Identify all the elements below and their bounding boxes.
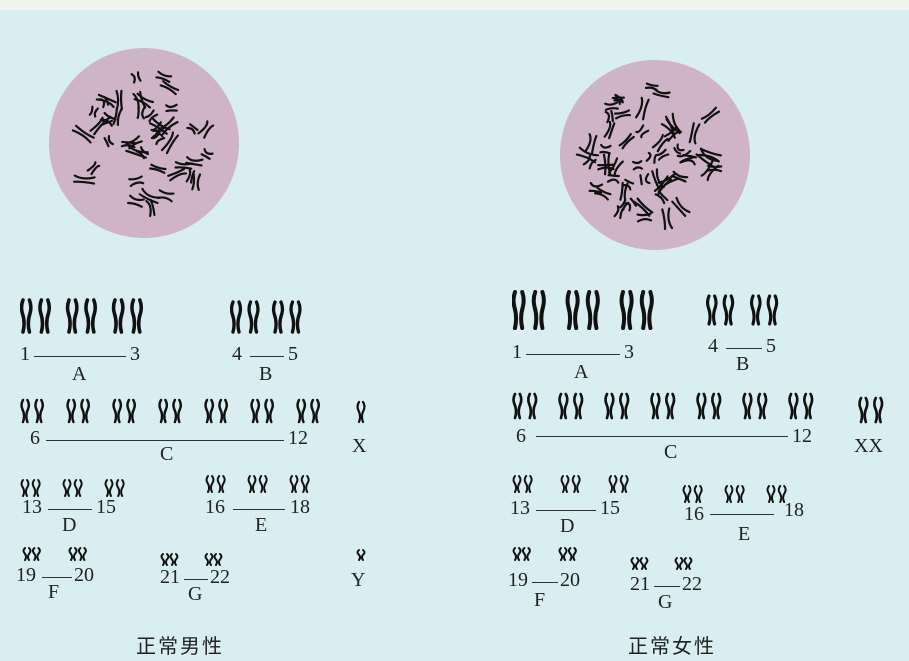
female-group-B-start: 4 — [708, 335, 718, 357]
male-group-C-label: C — [160, 443, 174, 465]
male-group-E-label: E — [255, 514, 268, 536]
female-group-F-end: 20 — [560, 569, 580, 591]
female-group-G-chromosomes — [630, 557, 693, 570]
male-group-A-line — [34, 356, 126, 357]
male-group-G-chromosomes — [160, 553, 223, 566]
male-group-F-end: 20 — [74, 564, 94, 586]
male-group-B-chromosomes — [230, 300, 302, 334]
male-group-D-start: 13 — [22, 496, 42, 518]
female-group-D-chromosomes — [512, 475, 629, 493]
male-group-A-end: 3 — [130, 343, 140, 365]
male-group-A-label: A — [72, 363, 87, 385]
male-group-B-end: 5 — [288, 343, 298, 365]
male-karyotype-panel: 1 3 A 4 5 B 6 12 C X 13 15 D 16 18 E 19 … — [0, 0, 450, 661]
male-caption: 正常男性 — [136, 634, 224, 658]
female-group-B-line — [726, 348, 762, 349]
top-band — [0, 0, 909, 10]
male-group-E-line — [233, 509, 285, 510]
male-group-A-chromosomes — [20, 298, 144, 334]
female-group-F-chromosomes — [512, 547, 577, 561]
female-group-E-chromosomes — [682, 485, 787, 503]
male-group-C-end: 12 — [288, 427, 308, 449]
female-group-B-label: B — [736, 353, 750, 375]
female-group-G-line — [654, 586, 680, 587]
male-metaphase-chromosomes — [71, 70, 215, 218]
male-group-G-start: 21 — [160, 566, 180, 588]
female-karyotype-panel: 1 3 A 4 5 B 6 12 C XX 13 15 D 16 18 E 19… — [450, 0, 909, 661]
female-group-G-end: 22 — [682, 573, 702, 595]
male-group-F-start: 19 — [16, 564, 36, 586]
female-group-D-end: 15 — [600, 497, 620, 519]
male-group-F-line — [42, 577, 72, 578]
male-y-chromosome — [356, 549, 366, 561]
female-group-A-label: A — [574, 361, 589, 383]
female-group-E-label: E — [738, 523, 751, 545]
male-metaphase-cell — [49, 48, 239, 238]
male-group-G-end: 22 — [210, 566, 230, 588]
female-group-A-end: 3 — [624, 341, 634, 363]
female-group-A-start: 1 — [512, 341, 522, 363]
male-group-C-line — [46, 440, 284, 441]
female-group-D-line — [536, 510, 596, 511]
female-group-F-line — [532, 582, 558, 583]
male-sex-x-label: X — [352, 435, 367, 457]
female-xx-chromosomes — [858, 396, 884, 424]
female-group-D-label: D — [560, 515, 575, 537]
male-group-B-label: B — [259, 363, 273, 385]
male-group-C-start: 6 — [30, 427, 40, 449]
female-group-A-chromosomes — [512, 290, 654, 330]
female-group-B-end: 5 — [766, 335, 776, 357]
male-group-F-chromosomes — [22, 547, 87, 561]
male-group-G-label: G — [188, 583, 203, 605]
female-group-A-line — [526, 354, 620, 355]
male-x-chromosome — [356, 400, 366, 424]
male-group-G-line — [184, 579, 208, 580]
female-group-F-label: F — [534, 589, 546, 611]
female-group-G-label: G — [658, 591, 673, 613]
male-group-D-label: D — [62, 514, 77, 536]
female-group-E-line — [710, 514, 774, 515]
female-group-B-chromosomes — [706, 294, 779, 326]
female-caption: 正常女性 — [628, 634, 716, 658]
male-group-D-chromosomes — [20, 479, 125, 497]
female-group-E-end: 18 — [784, 499, 804, 521]
female-group-C-chromosomes — [512, 392, 814, 420]
female-group-D-start: 13 — [510, 497, 530, 519]
female-metaphase-chromosomes — [575, 82, 723, 231]
female-sex-xx-label: XX — [854, 435, 883, 457]
female-group-C-end: 12 — [792, 425, 812, 447]
female-group-F-start: 19 — [508, 569, 528, 591]
male-group-E-start: 16 — [205, 496, 225, 518]
female-group-C-label: C — [664, 441, 678, 463]
male-group-B-line — [250, 356, 284, 357]
female-group-C-line — [536, 436, 788, 437]
female-group-E-start: 16 — [684, 503, 704, 525]
male-group-A-start: 1 — [20, 343, 30, 365]
female-metaphase-cell — [560, 60, 750, 250]
male-group-D-line — [48, 509, 92, 510]
male-group-F-label: F — [48, 581, 60, 603]
male-group-E-chromosomes — [205, 475, 310, 493]
male-sex-y-label: Y — [351, 569, 366, 591]
male-group-D-end: 15 — [96, 496, 116, 518]
male-group-E-end: 18 — [290, 496, 310, 518]
male-group-C-chromosomes — [20, 398, 320, 424]
female-group-G-start: 21 — [630, 573, 650, 595]
female-group-C-start: 6 — [516, 425, 526, 447]
male-group-B-start: 4 — [232, 343, 242, 365]
